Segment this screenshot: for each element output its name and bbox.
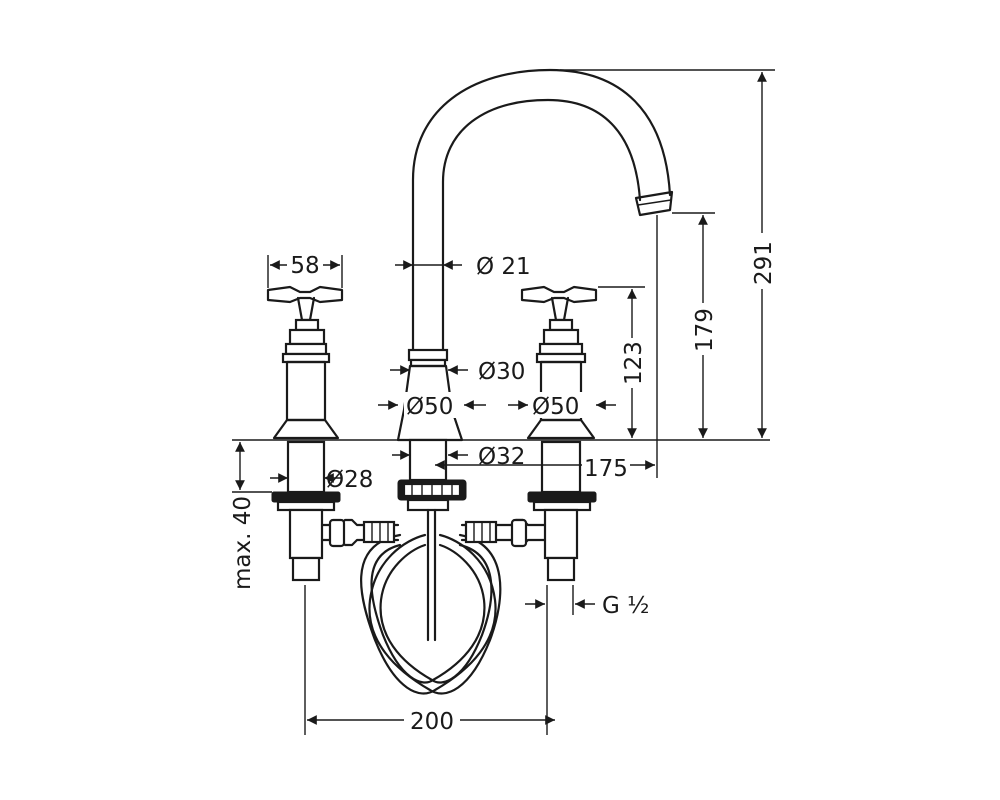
- hoses: [360, 533, 502, 695]
- dim-diameter-30: Ø30: [478, 359, 525, 385]
- spout: [396, 68, 674, 642]
- dim-diameter-32: Ø32: [478, 444, 525, 470]
- left-valve: [266, 285, 400, 582]
- dim-diameter-50-right: Ø50: [532, 394, 579, 420]
- dim-diameter-28: Ø28: [326, 467, 373, 493]
- dim-max-40: max. 40: [230, 496, 256, 590]
- dim-diameter-21: Ø 21: [476, 254, 531, 280]
- dim-123: 123: [621, 341, 647, 385]
- dimension-lines: [232, 69, 775, 735]
- dim-diameter-50-center: Ø50: [406, 394, 453, 420]
- dim-179: 179: [692, 308, 718, 352]
- dim-291: 291: [751, 241, 777, 285]
- dim-58: 58: [290, 253, 319, 279]
- dim-175: 175: [584, 456, 628, 482]
- dim-200: 200: [410, 709, 454, 735]
- right-valve: [460, 285, 598, 582]
- dim-thread-g-half: G ½: [602, 593, 649, 619]
- dimension-labels: 58 Ø 21 Ø30 Ø50 Ø50 Ø32 Ø28 175 123 179 …: [230, 233, 777, 735]
